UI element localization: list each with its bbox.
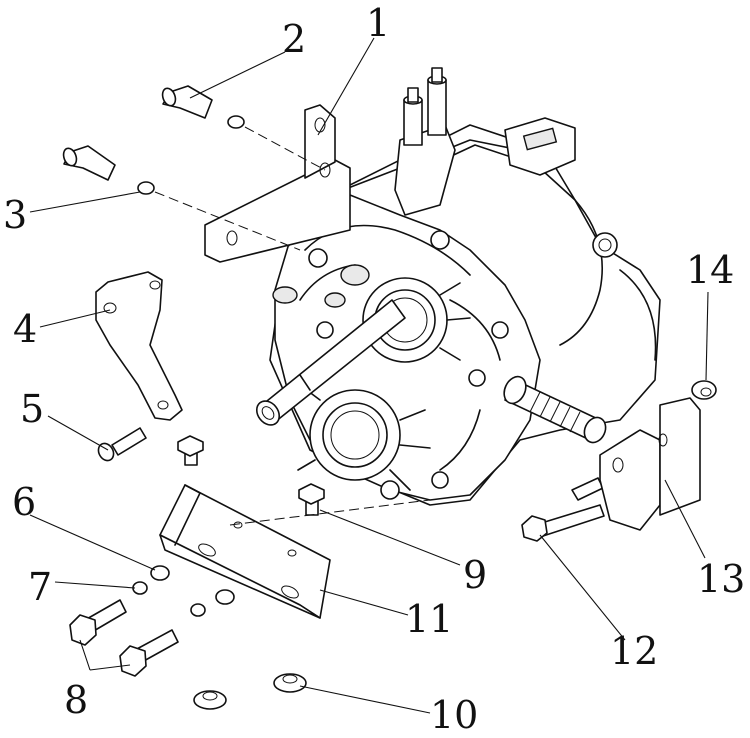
callout-labels: 1 2 3 4 5 6 7 8 9 10 11 12 13 14 bbox=[3, 1, 745, 737]
callout-8: 8 bbox=[64, 678, 88, 722]
callout-2: 2 bbox=[282, 17, 306, 61]
callout-11: 11 bbox=[405, 597, 453, 641]
callout-7: 7 bbox=[28, 565, 52, 609]
part-10-flange-nut bbox=[273, 673, 307, 693]
assembly-line bbox=[244, 126, 326, 171]
leader-lines bbox=[29, 37, 709, 714]
loose-bolt-near-9 bbox=[298, 483, 325, 516]
callout-14: 14 bbox=[686, 248, 734, 292]
callout-10: 10 bbox=[430, 693, 478, 737]
part-7-lock-washer bbox=[132, 581, 148, 595]
part-2-bolt bbox=[161, 85, 245, 129]
assembly-line bbox=[229, 499, 431, 526]
callout-4: 4 bbox=[13, 307, 37, 351]
part-13-side-bracket bbox=[599, 397, 701, 531]
part-14-flange-nut bbox=[691, 380, 717, 400]
part-6-washer bbox=[150, 565, 170, 581]
flange-nut bbox=[193, 690, 227, 710]
part-5-flange-bolt bbox=[97, 427, 147, 462]
part-4-bent-bracket bbox=[95, 271, 183, 421]
loose-bolt-near-5 bbox=[177, 435, 204, 466]
assembly-line bbox=[154, 191, 301, 251]
gearbox-housing bbox=[255, 67, 661, 506]
part-1-mounting-bracket bbox=[204, 104, 351, 263]
callout-12: 12 bbox=[610, 629, 658, 673]
callout-13: 13 bbox=[697, 557, 745, 601]
callout-5: 5 bbox=[20, 387, 44, 431]
callout-6: 6 bbox=[12, 480, 36, 524]
part-12-long-bolt bbox=[521, 477, 605, 542]
callout-1: 1 bbox=[366, 1, 390, 45]
part-3-bolt bbox=[62, 145, 155, 195]
part-8-hex-bolt-2 bbox=[119, 629, 179, 677]
part-11-channel-bracket bbox=[159, 484, 331, 619]
callout-3: 3 bbox=[3, 193, 27, 237]
part-8-hex-bolt bbox=[69, 599, 127, 646]
callout-9: 9 bbox=[463, 553, 487, 597]
washer bbox=[215, 589, 235, 605]
lock-washer bbox=[190, 603, 206, 617]
